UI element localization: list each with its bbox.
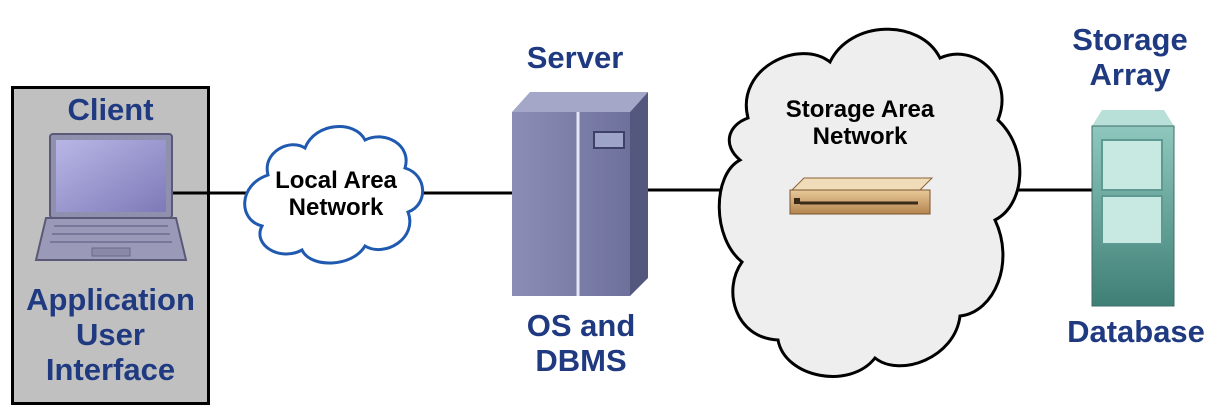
client-subtitle-line: Application — [26, 282, 195, 317]
san-label-line: Storage Area — [785, 96, 935, 123]
client-subtitle-line: User — [76, 317, 145, 353]
server-subtitle-line: DBMS — [535, 343, 627, 379]
lan-label-line: Local Area — [275, 167, 397, 194]
lan-label-line: Network — [288, 194, 384, 222]
server-subtitle: OS and DBMS — [500, 308, 662, 378]
server-tower-icon — [512, 92, 648, 296]
client-subtitle-line: Interface — [45, 352, 176, 388]
client-title: Client — [67, 92, 154, 127]
lan-cloud-icon — [243, 125, 425, 265]
storage-array-icon — [1091, 110, 1175, 307]
san-label: Storage Area Network — [755, 96, 965, 150]
san-label-line: Network — [812, 123, 908, 151]
lan-label: Local Area Network — [250, 167, 422, 221]
connection-lines — [172, 188, 1092, 195]
storage-title-line: Storage — [1072, 22, 1188, 57]
network-switch-icon — [789, 177, 934, 215]
storage-title-line: Array — [1089, 57, 1171, 93]
server-subtitle-line: OS and — [526, 308, 636, 343]
client-subtitle: Application User Interface — [11, 282, 210, 387]
server-title: Server — [526, 40, 624, 75]
laptop-icon — [34, 133, 188, 261]
storage-title: Storage Array — [1050, 22, 1210, 92]
storage-subtitle: Database — [1067, 314, 1205, 349]
